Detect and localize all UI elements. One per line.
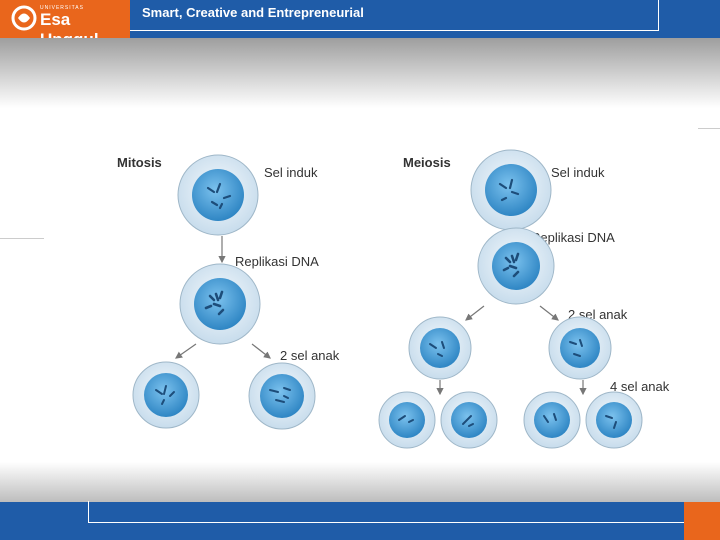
meiosis-granddaughter-cell-4 bbox=[585, 391, 643, 449]
meiosis-replication-label: Replikasi DNA bbox=[531, 230, 615, 245]
arrow-left bbox=[465, 305, 485, 321]
meiosis-granddaughter-cell-1 bbox=[378, 391, 436, 449]
tagline: Smart, Creative and Entrepreneurial bbox=[142, 5, 364, 20]
mitosis-daughter-cell-2 bbox=[248, 362, 316, 430]
arrow-right bbox=[539, 305, 559, 321]
meiosis-granddaughters-label: 4 sel anak bbox=[610, 379, 670, 394]
logo-swirl-icon bbox=[11, 5, 37, 31]
logo-subtitle: UNIVERSITAS bbox=[40, 5, 84, 11]
mitosis-parent-cell bbox=[177, 154, 259, 236]
arrow-left bbox=[175, 343, 197, 359]
footer-frame bbox=[88, 501, 685, 523]
meiosis-daughter-cell-2 bbox=[548, 316, 612, 380]
logo: UNIVERSITAS Esa Unggul bbox=[0, 0, 130, 49]
cell-division-diagram: Mitosis Sel induk Replikasi DNA 2 sel an… bbox=[117, 149, 670, 449]
mitosis-daughters-label: 2 sel anak bbox=[280, 348, 340, 363]
mitosis-title: Mitosis bbox=[117, 155, 162, 170]
arrow-right bbox=[251, 343, 271, 359]
mitosis-daughter-cell-1 bbox=[132, 361, 200, 429]
mitosis-replication-label: Replikasi DNA bbox=[235, 254, 319, 269]
divider-line bbox=[0, 238, 44, 239]
meiosis-granddaughter-cell-2 bbox=[440, 391, 498, 449]
mitosis-parent-label: Sel induk bbox=[264, 165, 318, 180]
meiosis-daughter-cell-1 bbox=[408, 316, 472, 380]
bottom-shading bbox=[0, 462, 720, 502]
top-shading bbox=[0, 38, 720, 108]
footer-bar bbox=[0, 502, 720, 540]
meiosis-granddaughter-cell-3 bbox=[523, 391, 581, 449]
meiosis-parent-cell bbox=[470, 149, 552, 231]
header-frame bbox=[130, 0, 659, 31]
meiosis-replicated-cell bbox=[477, 227, 555, 305]
meiosis-parent-label: Sel induk bbox=[551, 165, 605, 180]
meiosis-title: Meiosis bbox=[403, 155, 451, 170]
divider-line bbox=[698, 128, 720, 129]
footer-accent bbox=[684, 502, 720, 540]
mitosis-replicated-cell bbox=[179, 263, 261, 345]
